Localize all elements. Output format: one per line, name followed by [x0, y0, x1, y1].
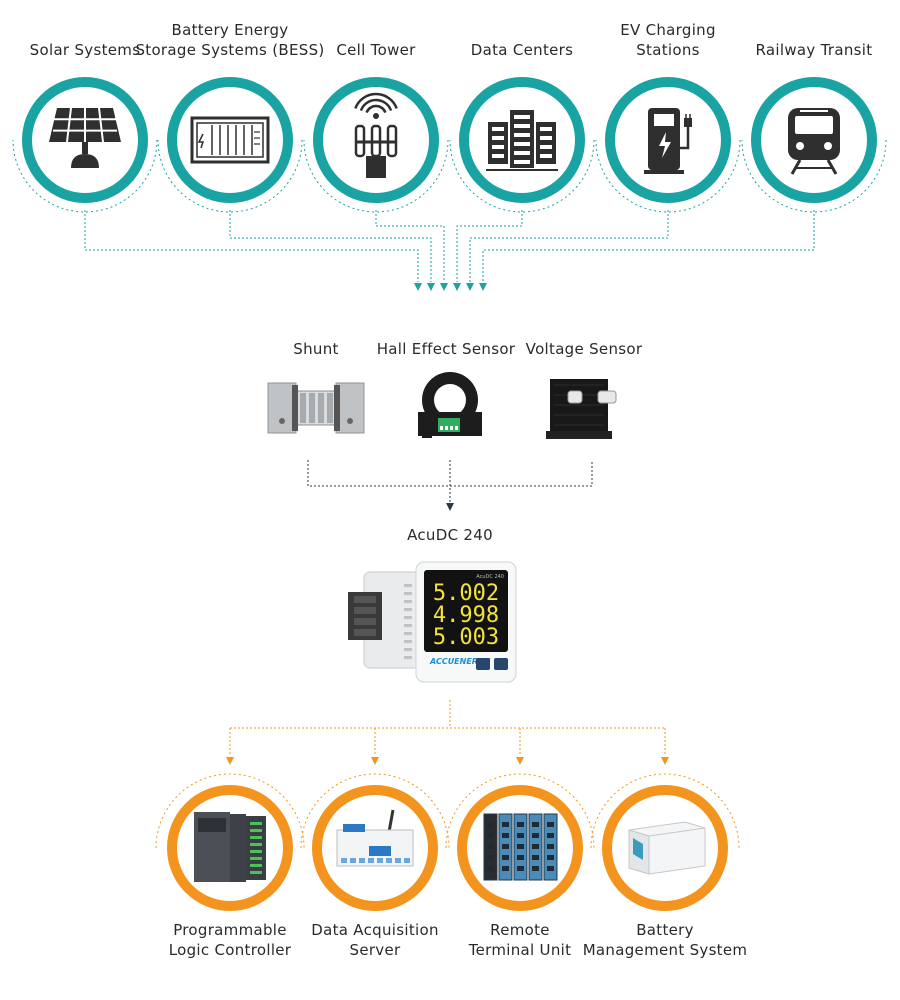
connector-line [375, 210, 445, 282]
meter-reading-text: 5.002 [433, 581, 499, 606]
sensor-label-voltage: Voltage Sensor [525, 340, 643, 358]
meter-button [494, 658, 508, 670]
app-label-solar: Solar Systems [29, 41, 141, 59]
connector-line [229, 210, 432, 282]
sensor-images [267, 372, 617, 439]
battery-rack-shape [190, 116, 270, 164]
output-icons [155, 773, 740, 911]
output-label-rtu: Remote Terminal Unit [468, 921, 572, 959]
arrow-down-icon [414, 283, 422, 291]
app-label-cell-tower: Cell Tower [336, 41, 416, 59]
meter-button [476, 658, 490, 670]
app-label-railway: Railway Transit [755, 41, 873, 59]
meter-label: AcuDC 240 [407, 526, 493, 544]
app-label-ev-charging: EV Charging Stations [620, 21, 716, 59]
output-connectors [226, 700, 669, 765]
arrow-down-icon [427, 283, 435, 291]
plc-image [155, 773, 305, 911]
output-label-daq-server: Data Acquisition Server [311, 921, 439, 959]
train-icon [741, 77, 887, 213]
connector-line [84, 210, 419, 282]
arrow-down-icon [516, 757, 524, 765]
arrow-down-icon [371, 757, 379, 765]
arrow-down-icon [466, 283, 474, 291]
shunt-image [267, 382, 365, 434]
application-connectors [84, 210, 815, 291]
meter-model-text: AcuDC 240 [476, 574, 504, 580]
connector-line [469, 210, 669, 282]
sensor-label-shunt: Shunt [293, 340, 339, 358]
connector-line [456, 210, 523, 282]
cell-tower-icon [303, 77, 449, 213]
arrow-down-icon [453, 283, 461, 291]
meter-reading-text: 4.998 [433, 603, 499, 628]
connector-line [482, 210, 815, 282]
voltage-sensor-image [546, 379, 617, 439]
cell-tower-shape [354, 92, 398, 178]
app-label-data-centers: Data Centers [470, 41, 574, 59]
solar-panel-icon [12, 77, 158, 213]
arrow-down-icon [440, 283, 448, 291]
app-label-bess: Battery Energy Storage Systems (BESS) [135, 21, 325, 59]
arrow-down-icon [661, 757, 669, 765]
meter-reading-text: 5.003 [433, 625, 499, 650]
sensor-connectors [307, 460, 593, 511]
ev-charger-icon [595, 77, 741, 213]
sensor-label-hall-effect: Hall Effect Sensor [376, 340, 516, 358]
arrow-down-icon [226, 757, 234, 765]
application-icons [12, 77, 887, 213]
ev-charger-shape [644, 108, 692, 174]
rtu-image [445, 773, 595, 911]
solar-panel-shape [49, 107, 121, 168]
arrow-down-icon [446, 503, 454, 511]
hall-effect-sensor-image [418, 372, 482, 438]
output-label-bms: Battery Management System [582, 921, 748, 959]
bms-image [590, 773, 740, 911]
battery-rack-icon [157, 77, 303, 213]
train-shape [788, 108, 840, 175]
arrow-down-icon [479, 283, 487, 291]
data-acquisition-server-image [300, 773, 450, 911]
meter-brand-text: ACCUENERGY [429, 657, 491, 666]
server-rack-shape [486, 110, 558, 171]
server-rack-icon [449, 77, 595, 213]
output-label-plc: Programmable Logic Controller [168, 921, 292, 959]
